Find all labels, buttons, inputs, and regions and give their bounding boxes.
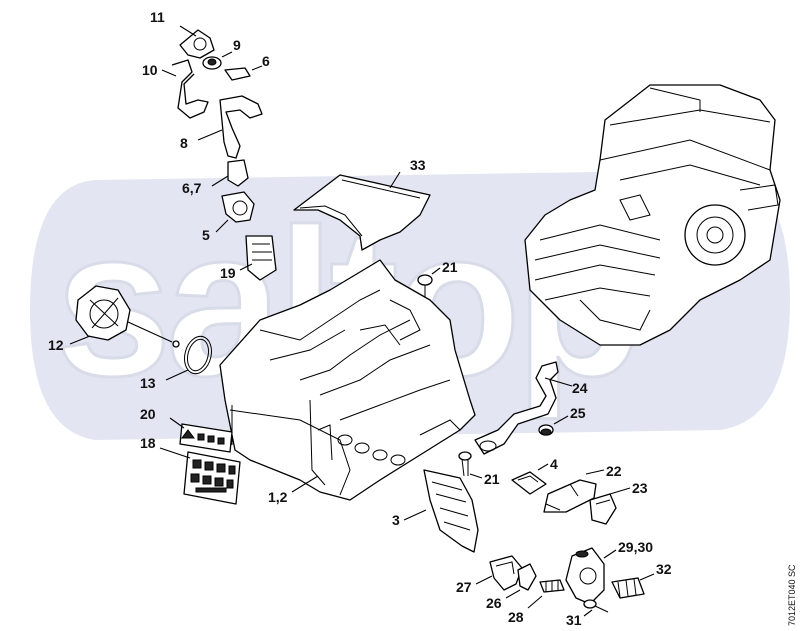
callout-labels: 11 9 10 6 8 6,7 33 5 19 21 12 13 24 20 2… (48, 9, 672, 628)
part-27-strap (475, 555, 523, 591)
callout-1-2: 1,2 (268, 489, 288, 505)
callout-29-30: 29,30 (618, 539, 653, 555)
callout-22: 22 (606, 463, 622, 479)
callout-21-top: 21 (442, 259, 458, 275)
part-29-30-mount (565, 547, 617, 605)
callout-12: 12 (48, 337, 64, 353)
part-12-fan-housing (69, 285, 180, 348)
callout-13: 13 (140, 375, 156, 391)
callout-19: 19 (220, 265, 236, 281)
callout-8: 8 (180, 135, 188, 151)
callout-5: 5 (202, 227, 210, 243)
part-1-2-housing (219, 259, 476, 501)
part-32-screw (611, 573, 655, 599)
callout-24: 24 (572, 380, 588, 396)
callout-18: 18 (140, 435, 156, 451)
callout-25: 25 (570, 405, 586, 421)
callout-3: 3 (392, 512, 400, 528)
part-23-block (589, 487, 631, 525)
part-31-screw (583, 599, 609, 617)
part-33-cover (293, 171, 431, 251)
callout-6-7: 6,7 (182, 180, 202, 196)
part-24-oil-hose (474, 361, 573, 455)
part-8-fuel-line (197, 95, 263, 159)
callout-33: 33 (410, 157, 426, 173)
part-25-screw (538, 415, 569, 436)
part-11-fitting (179, 25, 215, 59)
callout-10: 10 (142, 62, 158, 78)
part-21-screw-bottom (458, 451, 483, 479)
part-6-7-fitting (211, 159, 249, 187)
part-3-plate (403, 469, 479, 553)
drawing-code: 7012ET040 SC (787, 564, 797, 626)
callout-9: 9 (233, 37, 241, 53)
callout-31: 31 (566, 612, 582, 628)
part-26-clip (505, 563, 537, 599)
part-20-warning-label (169, 417, 233, 453)
callout-4: 4 (550, 456, 558, 472)
callout-11: 11 (150, 9, 165, 25)
engine-assembly (524, 84, 781, 346)
callout-28: 28 (508, 609, 524, 625)
part-9-grommet (202, 51, 233, 70)
part-28-screw (527, 579, 565, 609)
callout-23: 23 (632, 480, 648, 496)
part-19-filter (239, 235, 277, 281)
part-13-oring (165, 335, 212, 381)
callout-26: 26 (486, 595, 502, 611)
part-22-bracket (543, 469, 605, 513)
part-18-instruction-label (159, 447, 241, 505)
callout-32: 32 (656, 561, 672, 577)
callout-27: 27 (456, 579, 472, 595)
part-10-hose (161, 59, 209, 119)
callout-21-bottom: 21 (484, 471, 500, 487)
part-6-connector (224, 65, 263, 81)
part-4-pad (511, 463, 549, 495)
callout-20: 20 (140, 406, 156, 422)
callout-6: 6 (262, 53, 270, 69)
part-5-valve (215, 191, 255, 233)
